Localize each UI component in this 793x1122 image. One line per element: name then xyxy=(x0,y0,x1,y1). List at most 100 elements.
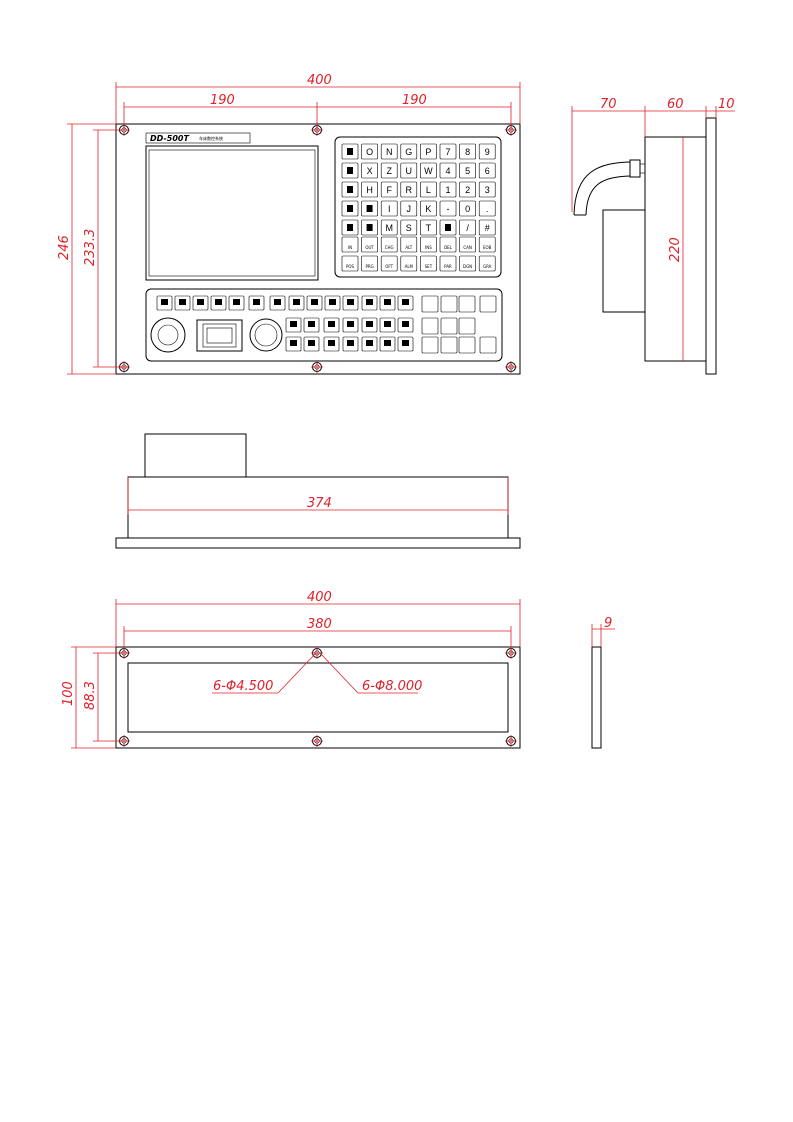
keypad-key[interactable]: M xyxy=(380,219,398,236)
keypad-key[interactable]: N xyxy=(380,143,398,160)
keypad-key[interactable]: 7 xyxy=(439,143,457,160)
keypad-function-key[interactable]: CAN xyxy=(459,236,476,253)
keypad-key[interactable]: W xyxy=(420,162,437,179)
operator-key[interactable] xyxy=(285,336,302,352)
operator-key[interactable] xyxy=(342,317,359,333)
operator-key[interactable] xyxy=(361,336,378,352)
keypad-key[interactable]: K xyxy=(420,200,437,217)
keypad-function-key[interactable]: PAR xyxy=(439,255,457,272)
keypad-key[interactable]: F xyxy=(380,181,398,198)
operator-key[interactable] xyxy=(248,295,265,311)
operator-key[interactable] xyxy=(303,336,320,352)
keypad-function-key[interactable]: CHG xyxy=(380,236,398,253)
keypad-function-key[interactable]: OUT xyxy=(361,236,378,253)
operator-key[interactable] xyxy=(156,295,173,311)
keypad-key[interactable] xyxy=(341,143,359,160)
cutout-view: 400 380 100 88.3 6-Φ4.500 6-Φ xyxy=(61,590,521,749)
jog-key[interactable] xyxy=(421,336,439,354)
jog-key[interactable] xyxy=(440,317,458,335)
keypad-key[interactable]: # xyxy=(478,219,496,236)
operator-key[interactable] xyxy=(210,295,227,311)
jog-key[interactable] xyxy=(458,317,476,335)
keypad-key[interactable]: 3 xyxy=(478,181,496,198)
operator-key[interactable] xyxy=(397,336,414,352)
keypad-function-key[interactable]: INS xyxy=(420,236,437,253)
keypad-key[interactable]: S xyxy=(400,219,418,236)
keypad-key[interactable]: 0 xyxy=(459,200,476,217)
keypad-key[interactable]: X xyxy=(361,162,378,179)
keypad-key[interactable]: . xyxy=(478,200,496,217)
keypad-key[interactable]: O xyxy=(361,143,378,160)
operator-key[interactable] xyxy=(379,295,396,311)
keypad-key[interactable]: 5 xyxy=(459,162,476,179)
keypad-key[interactable]: I xyxy=(380,200,398,217)
keypad-function-key[interactable]: DGN xyxy=(459,255,476,272)
keypad-key[interactable]: 1 xyxy=(439,181,457,198)
keypad-key[interactable]: Z xyxy=(380,162,398,179)
keypad-key[interactable] xyxy=(439,219,457,236)
operator-key[interactable] xyxy=(342,336,359,352)
top-rear-box xyxy=(144,433,247,478)
front-panel-outline xyxy=(115,123,521,375)
keypad-key[interactable]: J xyxy=(400,200,418,217)
keypad-key[interactable] xyxy=(341,162,359,179)
jog-key[interactable] xyxy=(458,295,476,313)
operator-key[interactable] xyxy=(228,295,245,311)
keypad-key[interactable]: / xyxy=(459,219,476,236)
keypad-key[interactable] xyxy=(341,219,359,236)
jog-key[interactable] xyxy=(479,295,497,313)
keypad-key[interactable]: L xyxy=(420,181,437,198)
operator-key[interactable] xyxy=(379,336,396,352)
keypad-key[interactable] xyxy=(361,219,378,236)
mounting-hole xyxy=(505,361,517,373)
operator-key[interactable] xyxy=(303,317,320,333)
keypad-key[interactable]: - xyxy=(439,200,457,217)
operator-key[interactable] xyxy=(379,317,396,333)
operator-key[interactable] xyxy=(397,295,414,311)
keypad-function-key[interactable]: SET xyxy=(420,255,437,272)
keypad-function-key[interactable]: ALT xyxy=(400,236,418,253)
operator-key[interactable] xyxy=(397,317,414,333)
keypad-function-key[interactable]: OFT xyxy=(380,255,398,272)
keypad-function-key-label: OUT xyxy=(365,245,374,250)
keypad-key[interactable]: U xyxy=(400,162,418,179)
keypad-key[interactable]: T xyxy=(420,219,437,236)
keypad-key[interactable] xyxy=(341,200,359,217)
keypad-function-key[interactable]: POS xyxy=(341,255,359,272)
jog-key[interactable] xyxy=(440,336,458,354)
operator-key[interactable] xyxy=(269,295,286,311)
keypad-function-key[interactable]: ALM xyxy=(400,255,418,272)
keypad-key[interactable] xyxy=(361,200,378,217)
jog-key[interactable] xyxy=(421,295,439,313)
keypad-key[interactable]: R xyxy=(400,181,418,198)
keypad-function-key[interactable]: GRA xyxy=(478,255,496,272)
keypad-key[interactable]: P xyxy=(420,143,437,160)
operator-key[interactable] xyxy=(306,295,323,311)
jog-key[interactable] xyxy=(440,295,458,313)
keypad-key[interactable]: 2 xyxy=(459,181,476,198)
jog-key[interactable] xyxy=(458,336,476,354)
operator-key[interactable] xyxy=(192,295,209,311)
keypad-key[interactable]: 8 xyxy=(459,143,476,160)
operator-key[interactable] xyxy=(361,317,378,333)
keypad-key[interactable]: H xyxy=(361,181,378,198)
keypad-function-key[interactable]: EOB xyxy=(478,236,496,253)
keypad-key[interactable]: G xyxy=(400,143,418,160)
operator-key[interactable] xyxy=(361,295,378,311)
keypad-key[interactable]: 9 xyxy=(478,143,496,160)
keypad-key[interactable]: 4 xyxy=(439,162,457,179)
operator-key[interactable] xyxy=(324,295,341,311)
keypad-function-key[interactable]: IN xyxy=(341,236,359,253)
operator-key[interactable] xyxy=(323,317,340,333)
keypad-function-key[interactable]: DEL xyxy=(439,236,457,253)
keypad-function-key[interactable]: PRG xyxy=(361,255,378,272)
keypad-key[interactable] xyxy=(341,181,359,198)
jog-key[interactable] xyxy=(479,336,497,354)
operator-key[interactable] xyxy=(174,295,191,311)
jog-key[interactable] xyxy=(421,317,439,335)
operator-key[interactable] xyxy=(288,295,305,311)
operator-key[interactable] xyxy=(323,336,340,352)
operator-key[interactable] xyxy=(342,295,359,311)
operator-key[interactable] xyxy=(285,317,302,333)
keypad-key[interactable]: 6 xyxy=(478,162,496,179)
